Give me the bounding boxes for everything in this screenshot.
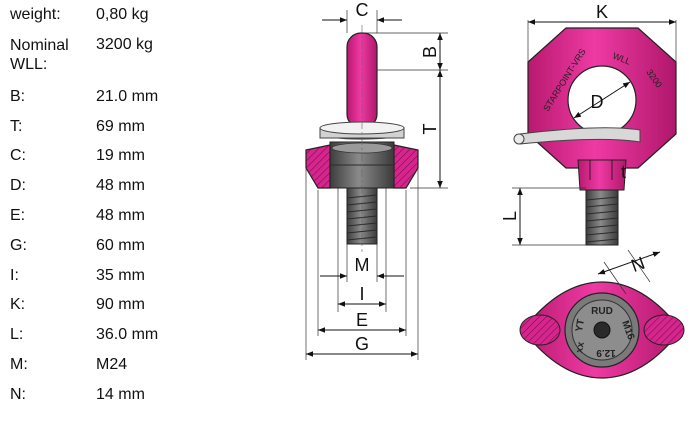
spec-key: E: <box>10 206 26 224</box>
dimension-d-label: D <box>591 92 604 112</box>
dimension-e-label: E <box>356 310 368 330</box>
spec-value: 3200 kg <box>96 35 153 53</box>
spec-value: 48 mm <box>96 206 145 224</box>
hex-socket <box>593 321 611 339</box>
spec-key: D: <box>10 177 26 195</box>
spec-row-l: L: 36.0 mm <box>10 322 270 352</box>
spec-row-b: B: 21.0 mm <box>10 84 270 114</box>
spec-row-d: D: 48 mm <box>10 173 270 203</box>
spec-key: K: <box>10 296 26 314</box>
dimension-l-label: L <box>500 211 520 221</box>
dimension-c-label: C <box>356 0 369 20</box>
spec-row-weight: weight: 0,80 kg <box>10 2 270 32</box>
spec-key: weight: <box>10 6 61 23</box>
spec-value: 0,80 kg <box>96 6 149 23</box>
spec-key: C: <box>10 147 26 165</box>
front-view: STARPOINT-VRS WLL 3200 K D t L <box>500 2 677 246</box>
spec-key: B: <box>10 87 26 105</box>
bolt-marking-code-b: xx <box>574 341 587 354</box>
dimension-k-label: K <box>596 2 608 22</box>
spec-row-k: K: 90 mm <box>10 292 270 322</box>
spec-key: L: <box>10 326 24 344</box>
bolt-marking-code-a: YT <box>574 318 587 332</box>
spec-row-g: G: 60 mm <box>10 233 270 263</box>
spec-key: N: <box>10 385 26 403</box>
base-section-right <box>393 144 419 189</box>
spec-key: T: <box>10 117 23 135</box>
top-view: RUD M16 12.9 YT xx N <box>519 249 685 379</box>
spec-value: 21.0 mm <box>96 87 159 105</box>
spec-key: M: <box>10 355 28 373</box>
dimension-n-label: N <box>628 253 647 276</box>
base-section-left <box>305 144 331 189</box>
spec-row-e: E: 48 mm <box>10 203 270 233</box>
spec-key: Nominal WLL: <box>10 36 69 73</box>
spec-value: 19 mm <box>96 147 145 165</box>
spec-row-n: N: 14 mm <box>10 382 270 412</box>
spec-row-c: C: 19 mm <box>10 143 270 173</box>
dimension-t-small-label: t <box>621 162 626 182</box>
spec-key: G: <box>10 236 27 254</box>
spec-value: 60 mm <box>96 236 145 254</box>
swivel-washer-front <box>519 127 641 145</box>
spec-row-i: I: 35 mm <box>10 263 270 293</box>
side-view: C B T M I E G <box>305 0 448 360</box>
dimension-i-label: I <box>359 284 364 304</box>
dimension-m-label: M <box>355 255 370 275</box>
bolt-marking-grade: 12.9 <box>596 347 616 358</box>
dimension-g-label: G <box>355 334 369 354</box>
spec-row-t: T: 69 mm <box>10 114 270 144</box>
lug-right <box>643 314 685 346</box>
bolt-marking-rud: RUD <box>591 306 613 317</box>
spec-row-wll: Nominal WLL: 3200 kg <box>10 32 270 84</box>
spec-value: 90 mm <box>96 296 145 314</box>
spec-table: weight: 0,80 kg Nominal WLL: 3200 kg B: … <box>10 2 270 412</box>
dimension-t-label: T <box>420 124 440 135</box>
spec-value: 36.0 mm <box>96 326 159 344</box>
spec-value: M24 <box>96 355 128 373</box>
spec-row-m: M: M24 <box>10 352 270 382</box>
spec-value: 48 mm <box>96 177 145 195</box>
lug-left <box>519 314 561 346</box>
spec-value: 69 mm <box>96 117 145 135</box>
spec-key: I: <box>10 266 19 284</box>
dimension-b-label: B <box>420 46 440 58</box>
spec-value: 14 mm <box>96 385 145 403</box>
spec-value: 35 mm <box>96 266 145 284</box>
